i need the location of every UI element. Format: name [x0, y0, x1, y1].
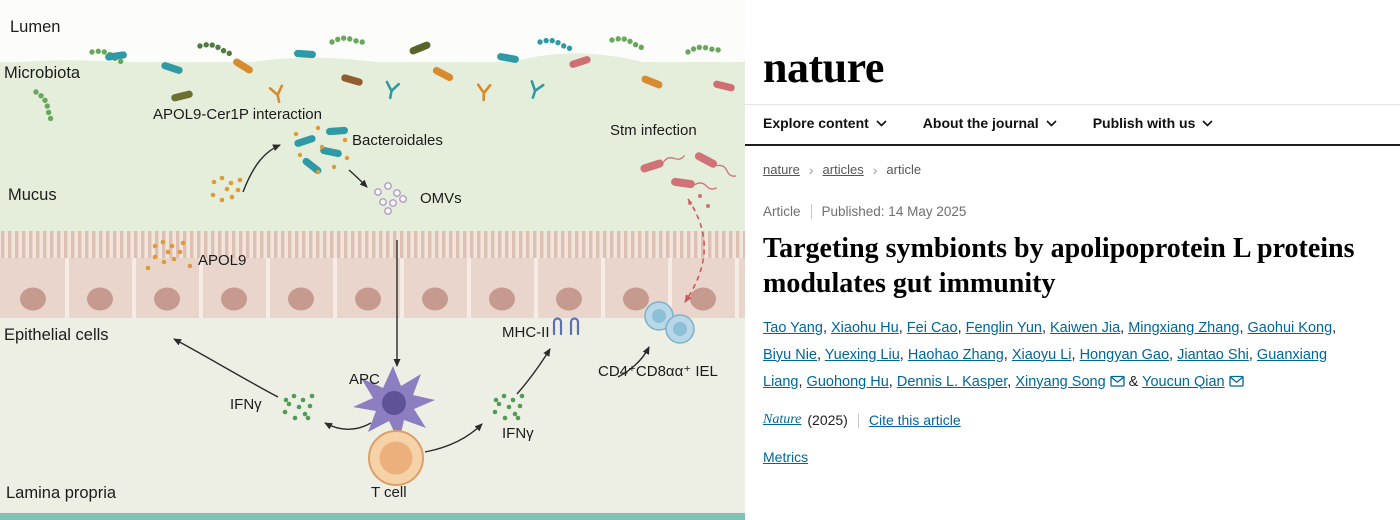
chevron-down-icon [1202, 119, 1213, 127]
author-link[interactable]: Hongyan Gao [1079, 346, 1170, 363]
nav-label: Publish with us [1092, 115, 1196, 131]
author-link[interactable]: Youcun Qian [1142, 373, 1225, 390]
nav-label: About the journal [922, 115, 1039, 131]
label-bacteroidales: Bacteroidales [352, 132, 443, 149]
mhc2-molecules [552, 317, 580, 336]
label-lamina-propria: Lamina propria [6, 484, 117, 502]
author-link[interactable]: Haohao Zhang [907, 346, 1004, 363]
epithelial-nuclei [20, 287, 716, 311]
label-microbiota: Microbiota [4, 64, 81, 82]
journal-link[interactable]: Nature [763, 412, 802, 428]
journal-nav: Explore content About the journal Publis… [745, 104, 1400, 144]
iel-cells [644, 301, 695, 344]
figure-panel: Lumen Microbiota APOL9-Cer1P interaction… [0, 18, 745, 520]
label-omvs: OMVs [420, 190, 462, 207]
email-icon[interactable] [1109, 375, 1125, 387]
cite-article-link[interactable]: Cite this article [868, 412, 961, 429]
article-meta: Article Published: 14 May 2025 [763, 204, 1360, 219]
breadcrumb-current: article [886, 162, 922, 177]
label-iel: CD4⁺CD8αα⁺ IEL [598, 363, 718, 380]
label-stm-infection: Stm infection [610, 122, 697, 139]
author-link[interactable]: Yuexing Liu [824, 346, 900, 363]
meta-divider [810, 204, 812, 219]
label-mucus: Mucus [8, 186, 57, 204]
label-epithelial-cells: Epithelial cells [4, 326, 109, 344]
chevron-down-icon [876, 119, 887, 127]
author-link[interactable]: Fenglin Yun [965, 320, 1042, 336]
article-type: Article [763, 204, 801, 219]
author-link[interactable]: Kaiwen Jia [1050, 320, 1121, 336]
t-cell [368, 430, 424, 486]
ifng-dots [282, 393, 525, 421]
author-link[interactable]: Biyu Nie [763, 346, 817, 363]
author-link[interactable]: Fei Cao [906, 320, 958, 336]
published-date: Published: 14 May 2025 [821, 204, 967, 219]
flow-arrows [173, 144, 650, 453]
label-ifng-right: IFNγ [502, 425, 534, 442]
breadcrumb-link-articles[interactable]: articles [822, 162, 864, 177]
breadcrumb-link-nature[interactable]: nature [763, 162, 800, 177]
page-title: Targeting symbionts by apolipoprotein L … [763, 233, 1355, 299]
label-ifng-left: IFNγ [230, 396, 262, 413]
stm-infection-arrow [684, 198, 706, 303]
author-link[interactable]: Xinyang Song [1015, 373, 1106, 390]
label-mhc-ii: MHC-II [502, 324, 550, 341]
author-link[interactable]: Xiaoyu Li [1011, 346, 1072, 363]
label-apc: APC [349, 371, 380, 388]
author-link[interactable]: Mingxiang Zhang [1128, 320, 1240, 336]
author-link[interactable]: Xiaohu Hu [831, 320, 899, 336]
author-link[interactable]: Jiantao Shi [1177, 346, 1249, 363]
author-list: Tao Yang, Xiaohu Hu, Fei Cao, Fenglin Yu… [763, 320, 1337, 390]
email-icon[interactable] [1228, 375, 1244, 387]
label-apol9: APOL9 [198, 252, 247, 269]
figure-illustration [0, 33, 745, 520]
apc-cell [353, 366, 435, 442]
citation-divider [857, 412, 859, 428]
article-content: nature › articles › article Article Publ… [745, 162, 1400, 465]
label-t-cell: T cell [371, 484, 407, 501]
nav-label: Explore content [763, 115, 869, 131]
metrics-link[interactable]: Metrics [763, 449, 809, 466]
bacteroidales-cluster [293, 125, 350, 176]
citation-row: Nature (2025) Cite this article [763, 412, 1360, 428]
chevron-down-icon [1046, 119, 1057, 127]
journal-masthead: nature Explore content About the journal… [745, 0, 1400, 146]
author-link[interactable]: Guanxiang Liang [763, 346, 1328, 390]
label-apol9-cer1p: APOL9-Cer1P interaction [153, 106, 322, 123]
author-link[interactable]: Tao Yang [763, 320, 823, 336]
label-lumen: Lumen [10, 18, 61, 36]
breadcrumb-separator-icon: › [872, 161, 878, 178]
citation-year: (2025) [807, 412, 848, 429]
nature-logo[interactable]: nature [763, 43, 884, 92]
breadcrumb-separator-icon: › [808, 161, 814, 178]
omv-vesicles [374, 182, 407, 215]
breadcrumb: nature › articles › article [763, 162, 1360, 177]
author-link[interactable]: Gaohui Kong [1247, 320, 1333, 336]
author-link[interactable]: Dennis L. Kasper [896, 373, 1008, 390]
article-panel: nature Explore content About the journal… [745, 0, 1400, 520]
apol9-dots [145, 175, 243, 271]
nav-about-journal[interactable]: About the journal [923, 115, 1057, 131]
nav-publish-with-us[interactable]: Publish with us [1093, 115, 1214, 131]
nav-explore-content[interactable]: Explore content [763, 115, 887, 131]
author-link[interactable]: Guohong Hu [806, 373, 889, 390]
metrics-row: Metrics [763, 449, 1360, 465]
stm-bacteria [640, 152, 737, 208]
